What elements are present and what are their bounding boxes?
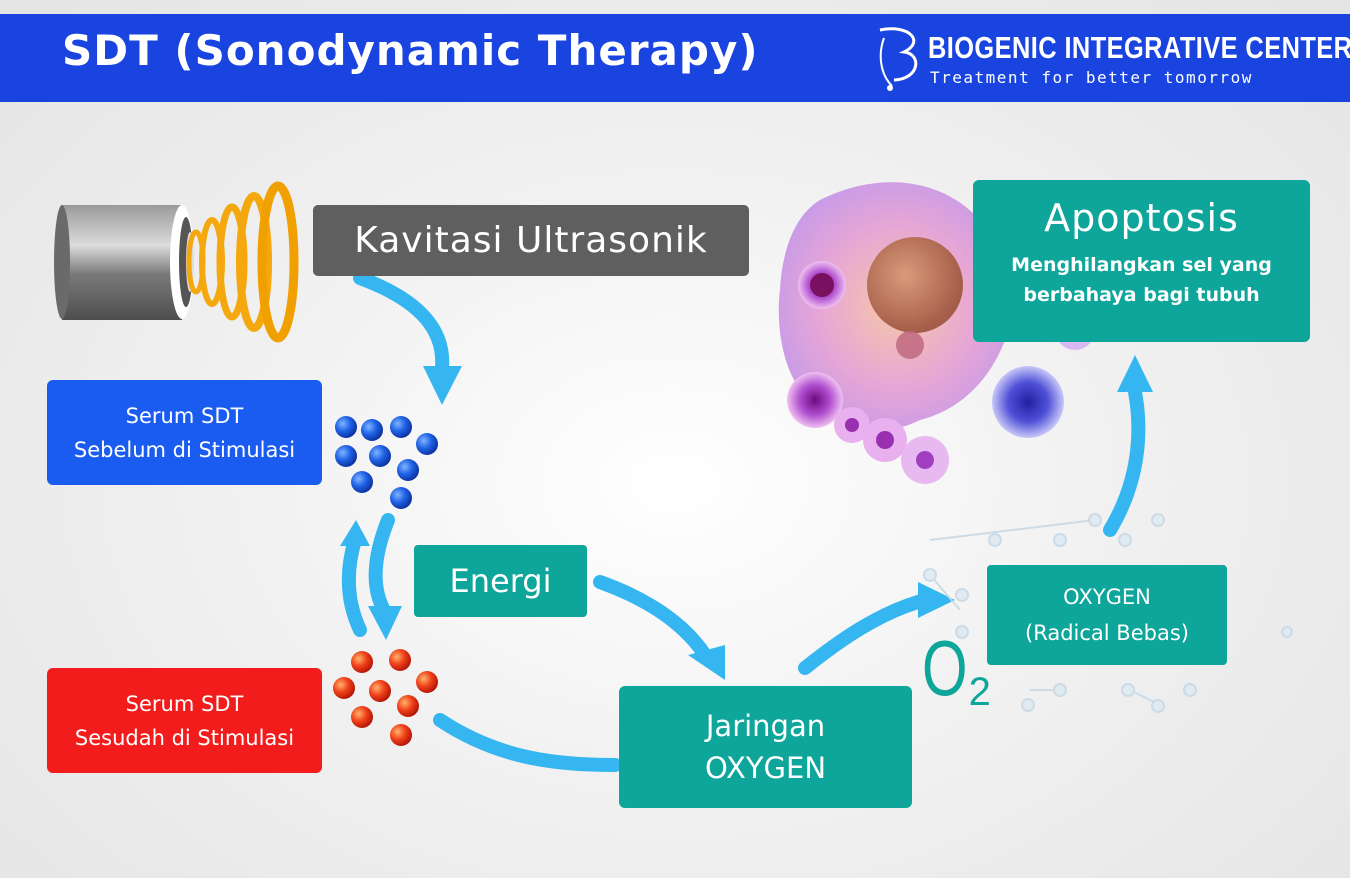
o2-subscript: 2 bbox=[968, 670, 991, 714]
flow-arrows bbox=[341, 271, 1146, 772]
jaringan-line2: OXYGEN bbox=[704, 751, 827, 785]
apoptosis-line1: Menghilangkan sel yang bbox=[1011, 254, 1272, 276]
serum-before-line2: Sebelum di Stimulasi bbox=[73, 437, 296, 462]
serum-after-line2: Sesudah di Stimulasi bbox=[74, 725, 295, 750]
apoptosis-line2: berbahaya bagi tubuh bbox=[1023, 284, 1260, 306]
oxygen-line2: (Radical Bebas) bbox=[1025, 621, 1189, 645]
transducer-icon bbox=[54, 205, 194, 320]
sound-waves-icon bbox=[186, 181, 299, 343]
apoptosis-box: Apoptosis Menghilangkan sel yang berbaha… bbox=[973, 180, 1310, 342]
energi-box: Energi bbox=[414, 545, 587, 617]
oxygen-radical-box: OXYGEN (Radical Bebas) bbox=[987, 565, 1227, 665]
arrow-heads bbox=[340, 355, 1153, 680]
molecule-pattern bbox=[923, 513, 1293, 713]
brand-name: BIOGENIC INTEGRATIVE CENTER bbox=[928, 30, 1350, 65]
jaringan-oxygen-box: Jaringan OXYGEN bbox=[619, 686, 912, 808]
serum-after-box: Serum SDT Sesudah di Stimulasi bbox=[47, 668, 322, 773]
header-bar bbox=[0, 14, 1350, 102]
kavitasi-label: Kavitasi Ultrasonik bbox=[354, 220, 708, 261]
o2-symbol: O2 bbox=[922, 624, 1005, 714]
serum-red-particles bbox=[333, 649, 438, 746]
logo-icon bbox=[879, 27, 918, 91]
o2-letter: O bbox=[922, 624, 968, 712]
energi-label: Energi bbox=[449, 562, 552, 600]
serum-after-line1: Serum SDT bbox=[125, 691, 244, 716]
brand-tagline: Treatment for better tomorrow bbox=[930, 68, 1253, 87]
kavitasi-label-box: Kavitasi Ultrasonik bbox=[313, 205, 749, 276]
serum-before-line1: Serum SDT bbox=[125, 403, 244, 428]
serum-blue-particles bbox=[335, 416, 438, 509]
serum-before-box: Serum SDT Sebelum di Stimulasi bbox=[47, 380, 322, 485]
page-title: SDT (Sonodynamic Therapy) bbox=[62, 26, 759, 75]
apoptosis-title: Apoptosis bbox=[1044, 196, 1239, 240]
jaringan-line1: Jaringan bbox=[705, 709, 826, 743]
oxygen-line1: OXYGEN bbox=[1063, 585, 1151, 609]
